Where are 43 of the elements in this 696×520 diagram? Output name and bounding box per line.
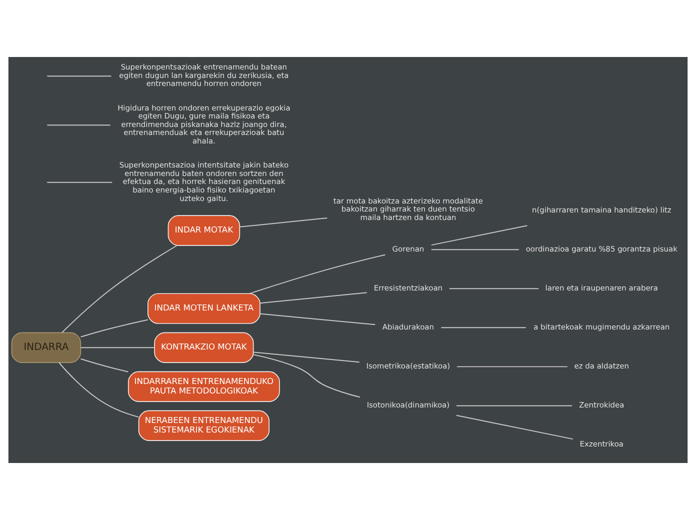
- node-text: Zentrokidea: [579, 400, 624, 410]
- connector: [253, 352, 360, 363]
- connector: [456, 366, 568, 368]
- connector: [260, 292, 368, 304]
- connector: [430, 225, 528, 246]
- connector: [46, 124, 111, 126]
- node-text: n(giharraren tamaina handitzeko) litz: [532, 205, 672, 214]
- connector: [456, 414, 574, 440]
- connector: [448, 288, 540, 290]
- connector: [80, 358, 129, 372]
- node-box: INDARRAREN ENTRENAMENDUKO PAUTA METODOLOGIKOAK: [128, 371, 280, 402]
- node-text: oordinazioa garatu %85 gorantza pisuak: [526, 244, 678, 254]
- node-text: Isometrikoa(estatikoa): [366, 362, 450, 371]
- node-text: Abiadurakoan: [382, 322, 434, 332]
- node-text: tar mota bakoitza azterizeko modalitate bakoitzan giharrak ten duen tentsio maila hartzen da kontuan: [333, 196, 483, 222]
- node-text: Superkonpentsazioak entrenamendu batean egiten dugun lan kargarekin du zerikusia, eta entrenamendu horren ondoren: [119, 62, 289, 88]
- connector: [80, 319, 148, 338]
- connector: [80, 347, 155, 348]
- node-text: ez da aldatzen: [574, 362, 630, 371]
- connector: [253, 354, 360, 398]
- node-text: Superkonpentsazioa intentsitate jakin bateko entrenamendu baten ondoren sortzen den efektua da, eta horrek hasieran genituenak baino energia-balio fisiko txikiagoetan uzteko gaitu.: [119, 160, 289, 203]
- connector: [248, 254, 386, 294]
- node-box: INDAR MOTEN LANKETA: [148, 293, 260, 324]
- node-box: NERABEEN ENTRENAMENDU SISTEMARIK EGOKIENAK: [138, 410, 270, 441]
- node-text: Isotonikoa(dinamikoa): [366, 400, 450, 410]
- node-text: Erresistentziakoan: [374, 283, 443, 292]
- connector: [62, 245, 178, 333]
- connector: [239, 218, 328, 228]
- connector: [46, 182, 113, 183]
- connector: [260, 313, 376, 326]
- node-text: Gorenan: [392, 244, 424, 254]
- connector: [456, 405, 573, 406]
- node-box: INDAR MOTAK: [168, 215, 240, 246]
- connector: [440, 327, 526, 328]
- node-box: KONTRAKZIO MOTAK: [154, 332, 254, 363]
- connector: [46, 76, 112, 77]
- node-text: Exzentrikoa: [580, 440, 624, 449]
- node-text: a bitartekoak mugimendu azkarrean: [534, 322, 670, 332]
- connector: [430, 249, 520, 250]
- node-box: INDARRA: [11, 332, 82, 363]
- connector: [58, 362, 140, 418]
- node-text: laren eta iraupenaren arabera: [545, 283, 658, 292]
- node-text: Higidura horren ondoren errekuperazio egokia egiten Dugu, gure maila fisikoa eta errendimendua piskanaka hazlz joango dira, entrenamenduak eta errekuperazioak batu ahala.: [118, 103, 290, 146]
